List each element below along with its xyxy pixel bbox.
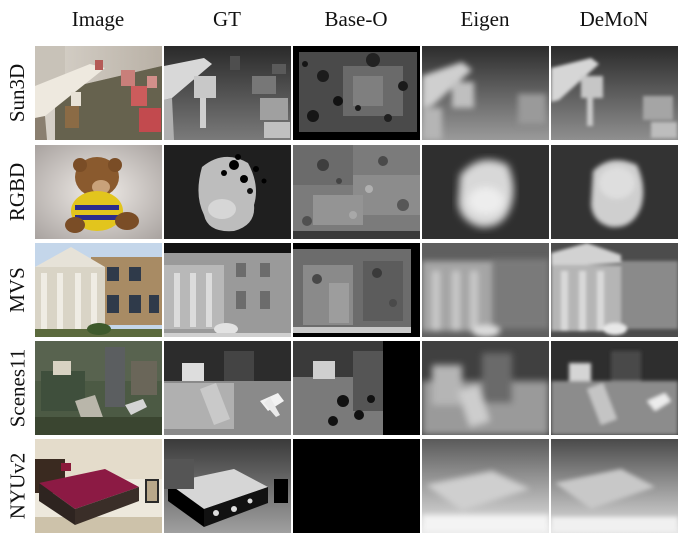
- base-o-depth-scenes11: [293, 341, 420, 435]
- image-scenes11: [35, 341, 162, 435]
- eigen-depth-nyuv2: [422, 439, 549, 533]
- gt-depth-sun3d: [164, 46, 291, 140]
- gt-depth-mvs: [164, 243, 291, 337]
- eigen-depth-scenes11: [422, 341, 549, 435]
- eigen-depth-sun3d: [422, 46, 549, 140]
- column-header-image: Image: [71, 7, 125, 31]
- column-header-base-o: Base-O: [324, 7, 388, 31]
- demon-depth-sun3d: [551, 46, 678, 140]
- eigen-depth-mvs: [422, 243, 549, 337]
- row-label-nyuv2-text: NYUv2: [5, 452, 29, 520]
- row-label-mvs: MVS: [0, 243, 34, 337]
- row-label-scenes11-text: Scenes11: [5, 348, 30, 428]
- column-header-demon: DeMoN: [579, 7, 649, 31]
- row-label-rgbd-text: RGBD: [5, 162, 30, 222]
- image-mvs: [35, 243, 162, 337]
- gt-depth-scenes11: [164, 341, 291, 435]
- row-label-nyuv2: NYUv2: [0, 439, 34, 533]
- column-header-gt: GT: [213, 7, 241, 31]
- demon-depth-mvs: [551, 243, 678, 337]
- row-label-mvs-text: MVS: [5, 267, 29, 313]
- demon-depth-rgbd: [551, 145, 678, 239]
- row-label-rgbd: RGBD: [0, 145, 34, 239]
- eigen-depth-rgbd: [422, 145, 549, 239]
- gt-depth-rgbd: [164, 145, 291, 239]
- gt-depth-nyuv2: [164, 439, 291, 533]
- image-rgbd: [35, 145, 162, 239]
- row-label-sun3d-text: Sun3D: [5, 63, 30, 123]
- demon-depth-nyuv2: [551, 439, 678, 533]
- image-sun3d: [35, 46, 162, 140]
- base-o-depth-mvs: [293, 243, 420, 337]
- demon-depth-scenes11: [551, 341, 678, 435]
- column-header-eigen: Eigen: [460, 7, 510, 31]
- base-o-depth-sun3d: [293, 46, 420, 140]
- base-o-depth-nyuv2: [293, 439, 420, 533]
- base-o-depth-rgbd: [293, 145, 420, 239]
- row-label-scenes11: Scenes11: [0, 341, 34, 435]
- row-label-sun3d: Sun3D: [0, 46, 34, 140]
- image-nyuv2: [35, 439, 162, 533]
